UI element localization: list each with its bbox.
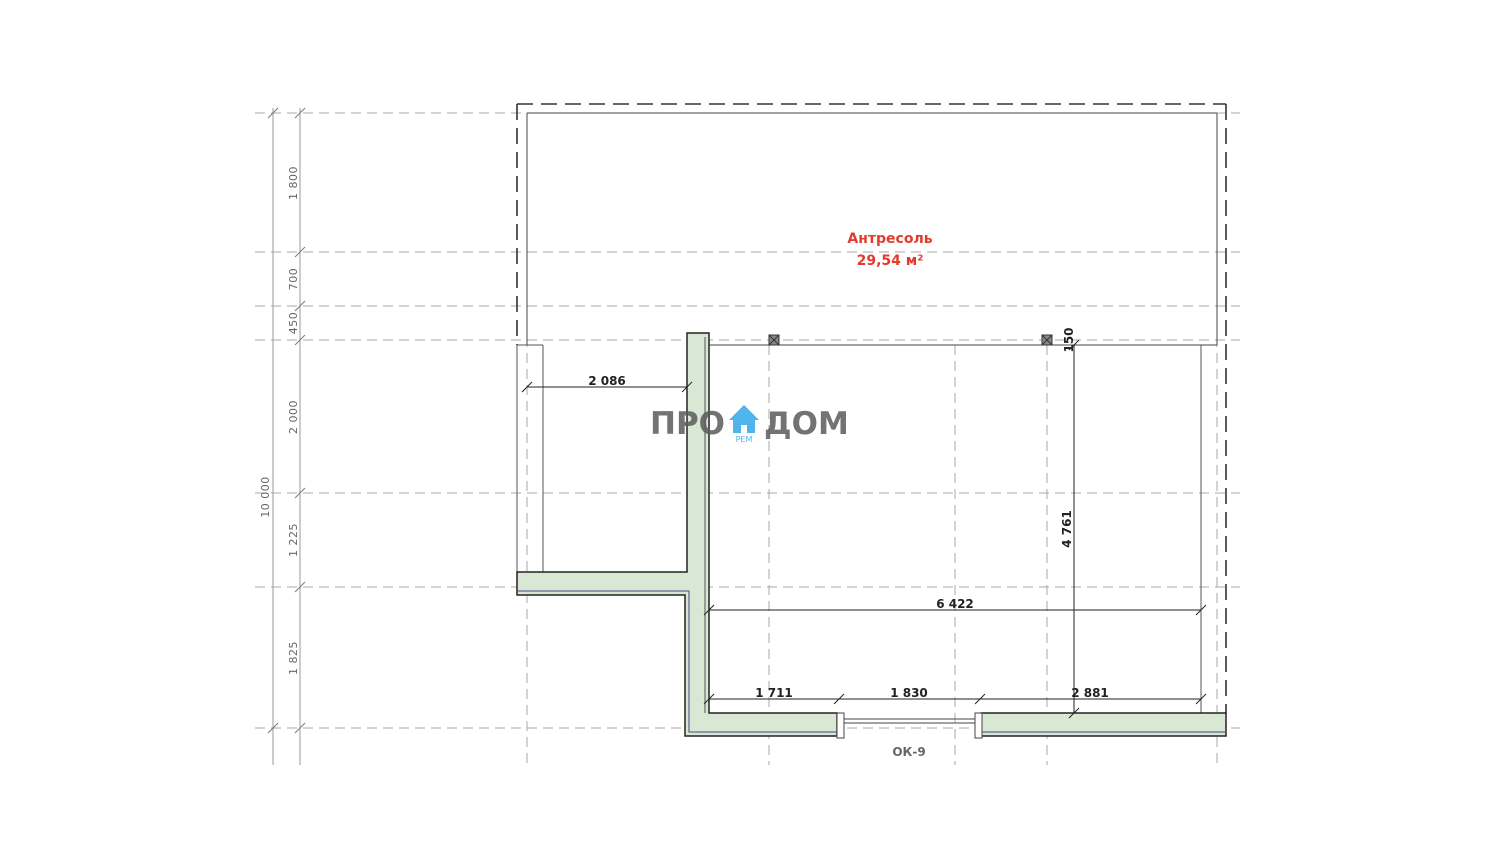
dim-left-segment-5: 1 225 <box>287 523 300 557</box>
wall-segment <box>516 332 838 737</box>
logo-subtext: РЕМ <box>736 435 753 444</box>
left-dimension-axes <box>272 108 301 765</box>
dim-left-segment-4: 2 000 <box>287 400 300 434</box>
grid-lines-vertical <box>526 113 1218 765</box>
dim-room-height: 4 761 <box>1060 510 1074 548</box>
dim-upper-left-width: 2 086 <box>588 374 626 388</box>
dim-left-segment-3: 450 <box>287 312 300 335</box>
lower-left-strip <box>516 344 544 572</box>
dim-left-segment-6: 1 825 <box>287 641 300 675</box>
dim-bottom-segment-2: 1 830 <box>890 686 928 700</box>
walls <box>516 332 1227 737</box>
mezzanine-outline <box>526 112 1218 346</box>
dim-left-segment-2: 700 <box>287 268 300 291</box>
window-tag: ОК-9 <box>892 745 925 759</box>
dim-bottom-segment-3: 2 881 <box>1071 686 1109 700</box>
dim-left-total: 10 000 <box>259 476 272 518</box>
roof-outline <box>516 103 1227 713</box>
room-name: Антресоль <box>847 231 932 247</box>
wall-inner-finish <box>517 590 837 733</box>
logo-text-right: ДОМ <box>764 406 849 442</box>
wall-segment <box>980 712 1227 737</box>
dim-left-segment-1: 1 800 <box>287 166 300 200</box>
left-dimension-ticks <box>267 107 306 734</box>
interior-dimension-lines <box>521 339 1207 719</box>
room-area: 29,54 м² <box>857 253 924 269</box>
house-icon <box>729 405 759 433</box>
column-marker <box>768 334 780 346</box>
window-ok9 <box>836 712 983 739</box>
logo-text-left: ПРО <box>650 406 725 442</box>
column-marker <box>1041 334 1053 346</box>
logo: ПРО РЕМ ДОМ <box>650 405 849 444</box>
dim-room-width: 6 422 <box>936 597 974 611</box>
dim-bottom-segment-1: 1 711 <box>755 686 793 700</box>
dim-beam-offset: 150 <box>1062 327 1076 352</box>
